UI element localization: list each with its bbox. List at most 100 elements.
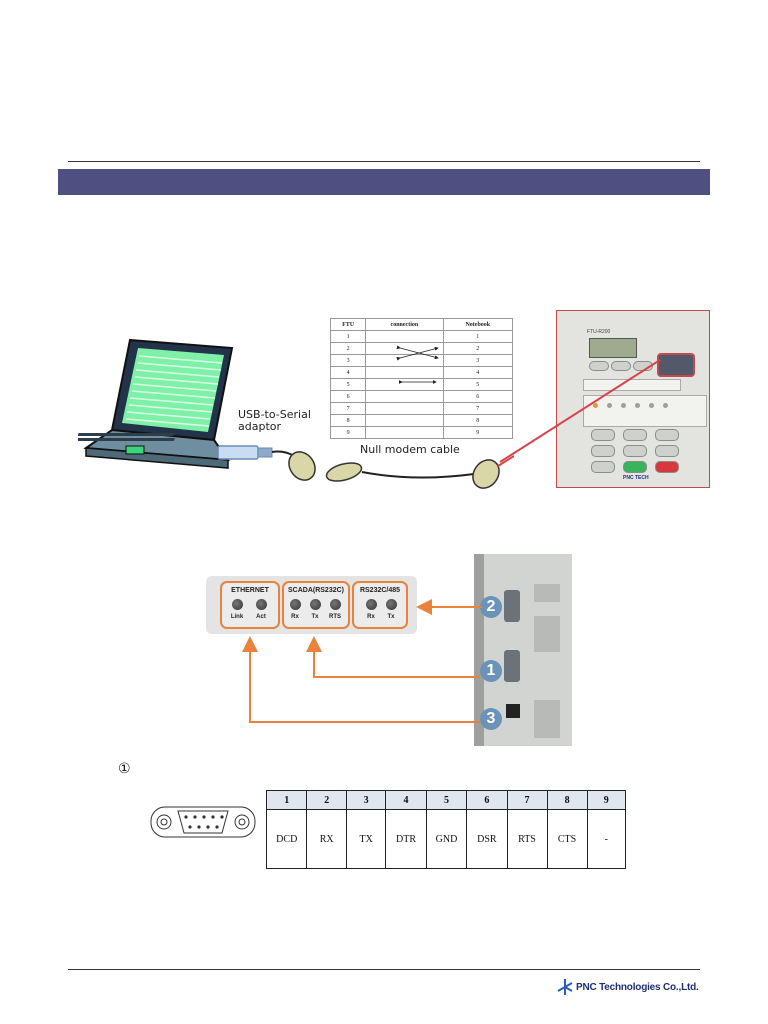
ftu-key xyxy=(589,361,609,371)
ftu-logo: PNC TECH xyxy=(623,475,649,481)
pin-signal: GND xyxy=(425,809,468,869)
ftu-front-panel: FTU-R200 PNC TECH xyxy=(556,310,710,488)
ftu-pin: 2 xyxy=(329,342,367,355)
rj45-port-icon xyxy=(506,704,520,718)
bottom-rule xyxy=(68,969,700,970)
ethernet-act-led-icon xyxy=(256,599,267,610)
ftu-indicator-block xyxy=(583,395,707,427)
ftu-key xyxy=(623,429,647,441)
ftu-key xyxy=(623,445,647,457)
connection-cell xyxy=(365,426,444,439)
ftu-key xyxy=(591,445,615,457)
ethernet-title: ETHERNET xyxy=(231,587,269,594)
pin-signal: TX xyxy=(345,809,387,869)
ftu-led-icon xyxy=(593,403,598,408)
pin-signal: - xyxy=(586,809,627,869)
table-header-row: FTU connection Notebook xyxy=(329,318,514,331)
ethernet-act-label: Act xyxy=(256,614,266,620)
badge-3: 3 xyxy=(480,708,502,730)
scada-tx-label: Tx xyxy=(311,614,319,620)
pin-signal: RX xyxy=(306,809,347,869)
notebook-pin: 5 xyxy=(442,378,514,391)
db9-connector-icon xyxy=(150,806,256,838)
ftu-pin: 7 xyxy=(329,402,367,415)
ftu-close-key xyxy=(623,461,647,473)
pin-number: 7 xyxy=(506,790,548,810)
rs232-tx-label: Tx xyxy=(387,614,395,620)
pin-signal: DSR xyxy=(466,809,508,869)
header-notebook: Notebook xyxy=(442,318,514,331)
badge-1: 1 xyxy=(480,660,502,682)
pin-signal: CTS xyxy=(546,809,588,869)
notebook-pin: 1 xyxy=(442,330,514,343)
pin-number: 9 xyxy=(586,790,627,810)
db9-port-icon xyxy=(504,650,520,682)
scada-rts-led-icon xyxy=(330,599,341,610)
cable-illustration xyxy=(217,445,514,489)
ethernet-link-label: Link xyxy=(230,614,244,620)
ftu-led-icon xyxy=(663,403,668,408)
rs232-group: RS232C/485 Rx Tx xyxy=(352,581,408,629)
pin-number: 8 xyxy=(546,790,588,810)
pin-number: 1 xyxy=(265,790,308,810)
ftu-led-icon xyxy=(607,403,612,408)
indicator-panel: ETHERNET Link Act SCADA(RS232C) Rx Tx RT… xyxy=(206,576,417,634)
ftu-open-key xyxy=(655,461,679,473)
ftu-key xyxy=(633,361,653,371)
ftu-pin: 3 xyxy=(329,354,367,367)
ftu-status-strip xyxy=(583,379,681,391)
connection-cell xyxy=(365,390,444,403)
section-marker: ① xyxy=(118,760,131,776)
ftu-pin: 1 xyxy=(329,330,367,343)
notebook-pin: 3 xyxy=(442,354,514,367)
pin-number: 4 xyxy=(385,790,427,810)
ftu-pin: 9 xyxy=(329,426,367,439)
header-ftu: FTU xyxy=(329,318,367,331)
notebook-pin: 4 xyxy=(442,366,514,379)
ftu-key xyxy=(611,361,631,371)
connection-cell xyxy=(365,330,444,343)
connection-cell xyxy=(365,414,444,427)
ftu-lcd-screen xyxy=(589,338,637,358)
pin-signal: DCD xyxy=(265,809,308,869)
ftu-serial-port-icon xyxy=(657,353,695,377)
rs232-rx-label: Rx xyxy=(367,614,375,620)
ftu-key xyxy=(591,461,615,473)
pin-signal-row: DCD RX TX DTR GND DSR RTS CTS - xyxy=(265,809,627,869)
scada-group: SCADA(RS232C) Rx Tx RTS xyxy=(282,581,350,629)
scada-rts-label: RTS xyxy=(329,614,341,620)
company-logo-icon xyxy=(557,979,573,995)
rs232-title: RS232C/485 xyxy=(359,587,401,594)
scada-rx-label: Rx xyxy=(291,614,299,620)
rack-unit: 2 1 3 xyxy=(474,554,572,746)
rs232-rx-led-icon xyxy=(366,599,377,610)
pin-signal: RTS xyxy=(506,809,548,869)
notebook-pin: 6 xyxy=(442,390,514,403)
section-header-bar xyxy=(58,169,710,195)
connection-cell xyxy=(365,402,444,415)
terminal-block xyxy=(534,584,560,602)
rs232-tx-led-icon xyxy=(386,599,397,610)
top-rule xyxy=(68,161,700,162)
crossover-arrows xyxy=(396,345,439,384)
ftu-pin: 6 xyxy=(329,390,367,403)
pin-number: 2 xyxy=(306,790,347,810)
ftu-led-icon xyxy=(635,403,640,408)
badge-2: 2 xyxy=(480,596,502,618)
notebook-pin: 9 xyxy=(442,426,514,439)
notebook-pin: 7 xyxy=(442,402,514,415)
company-name: PNC Technologies Co.,Ltd. xyxy=(576,982,699,993)
pin-number: 3 xyxy=(345,790,387,810)
ftu-led-icon xyxy=(649,403,654,408)
terminal-block xyxy=(534,616,560,652)
null-modem-label: Null modem cable xyxy=(360,443,460,456)
scada-rx-led-icon xyxy=(290,599,301,610)
header-connection: connection xyxy=(365,318,444,331)
ftu-key xyxy=(591,429,615,441)
notebook-pin: 2 xyxy=(442,342,514,355)
